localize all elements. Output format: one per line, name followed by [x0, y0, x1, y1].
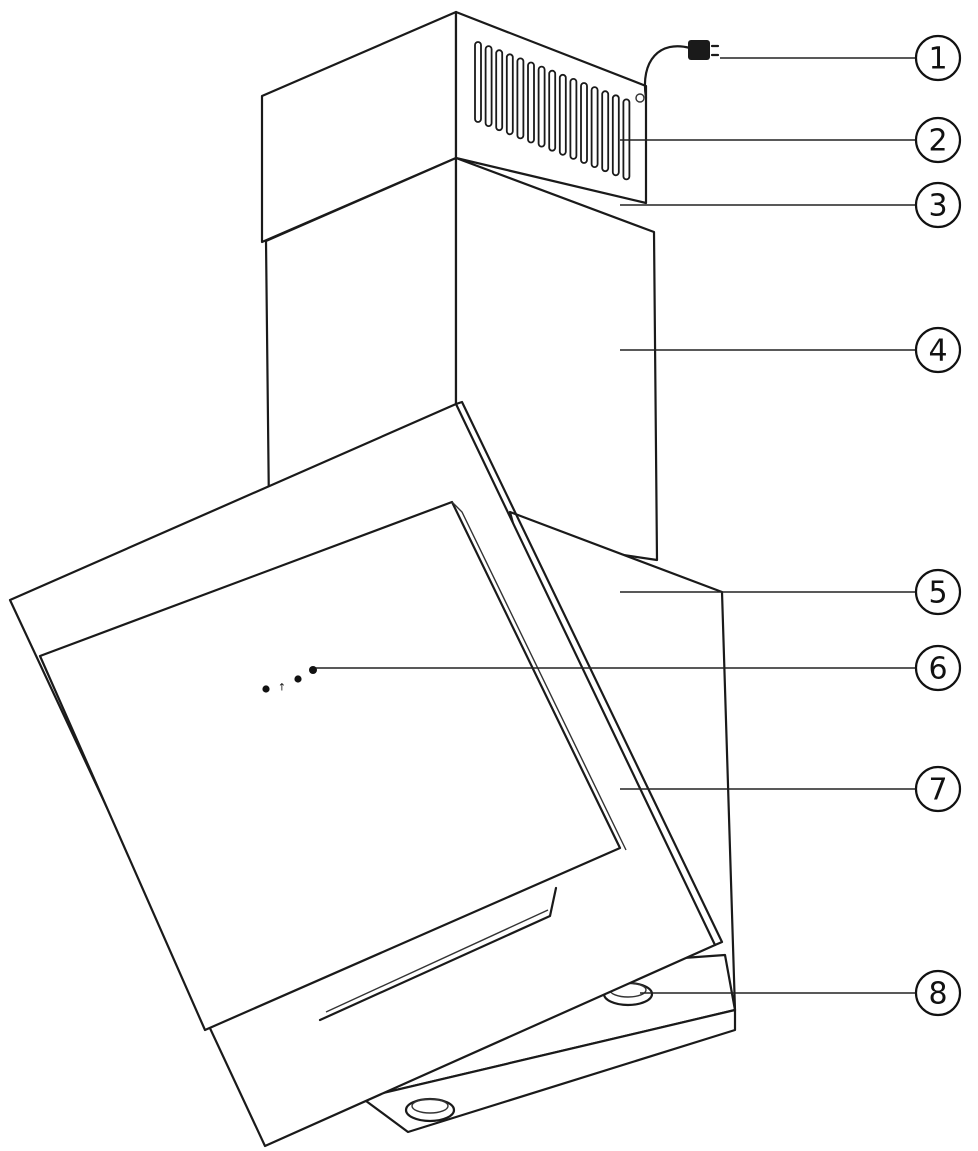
power-plug: [635, 40, 720, 103]
vent-slot: [601, 90, 610, 173]
panel-glass: [38, 500, 622, 1032]
callout-1: 1: [914, 34, 962, 82]
callout-circle: [914, 765, 962, 813]
callout-6: 6: [914, 644, 962, 692]
panel-lip-inner: [325, 909, 549, 1013]
control-buttons: ↑: [262, 666, 317, 694]
callout-4: 4: [914, 326, 962, 374]
callout-number: 5: [928, 576, 947, 611]
callout-circle: [914, 326, 962, 374]
plug-body: [688, 40, 710, 60]
callout-number: 6: [928, 652, 947, 687]
vent-slot: [484, 45, 493, 127]
glass-front-panel: [8, 400, 724, 1148]
panel-lip: [318, 886, 558, 1022]
vent-slot: [580, 82, 588, 164]
callout-number: 7: [928, 773, 947, 808]
vent-slot: [611, 94, 620, 177]
vent-slot: [537, 65, 546, 148]
callout-2: 2: [914, 116, 962, 164]
vent-slot: [590, 86, 599, 168]
button-3: [294, 675, 302, 683]
bottom-plate-edge: [360, 1008, 737, 1134]
callout-number: 1: [928, 42, 947, 77]
vent-slot: [558, 73, 567, 156]
air-outlet-vent: [474, 41, 631, 181]
glass-reflection: [451, 501, 627, 851]
callout-circle: [914, 568, 962, 616]
callout-number: 8: [928, 977, 947, 1012]
callout-circle: [914, 116, 962, 164]
cable-entry: [635, 93, 645, 103]
button-label: ↑: [278, 683, 286, 694]
callout-circle: [914, 34, 962, 82]
callout-circle: [914, 644, 962, 692]
vent-slot: [516, 57, 525, 140]
panel-edge: [454, 400, 724, 947]
callout-number: 3: [928, 189, 947, 224]
callout-8: 8: [914, 969, 962, 1017]
callout-number: 2: [928, 124, 947, 159]
button-4: [309, 666, 317, 674]
callout-number: 4: [928, 334, 947, 369]
vent-slot: [505, 53, 514, 136]
lamp-left: [404, 1097, 456, 1123]
vent-slot: [474, 41, 482, 123]
vent-slot: [527, 61, 535, 144]
callout-3: 3: [914, 181, 962, 229]
callout-circle: [914, 969, 962, 1017]
callouts: 1 2 3 4 5 6 7 8: [316, 34, 962, 1017]
vent-slot: [495, 49, 504, 132]
vent-slot: [569, 78, 578, 160]
power-cable: [643, 45, 692, 100]
callout-circle: [914, 181, 962, 229]
callout-7: 7: [914, 765, 962, 813]
callout-5: 5: [914, 568, 962, 616]
button-1: [262, 685, 270, 693]
vent-slot: [548, 69, 557, 152]
